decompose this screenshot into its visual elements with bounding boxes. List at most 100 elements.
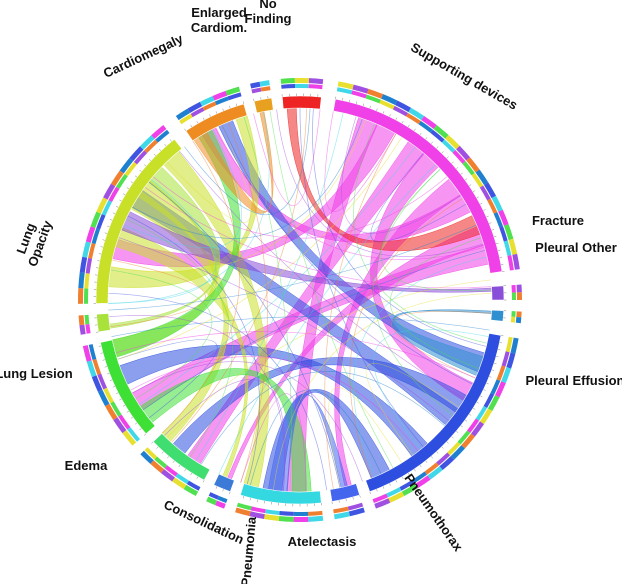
ring-segment xyxy=(212,90,228,101)
tick-mark xyxy=(497,349,501,351)
ring-segment xyxy=(498,209,509,226)
tick-mark xyxy=(382,486,385,489)
tick-mark xyxy=(100,352,104,354)
ring-segment xyxy=(418,120,433,133)
ring-segment xyxy=(470,421,485,437)
tick-mark xyxy=(126,410,130,413)
tick-mark xyxy=(215,486,218,489)
ring-segment xyxy=(508,238,518,255)
ring-segment xyxy=(97,389,110,407)
ring-segment xyxy=(279,511,294,516)
ring-segment xyxy=(510,316,516,323)
ring-segment xyxy=(450,445,465,460)
chord-line xyxy=(195,112,344,462)
category-arcs xyxy=(95,95,505,505)
label-pleural-other: Pleural Other xyxy=(535,240,617,255)
ring-segment xyxy=(401,484,418,497)
tick-mark xyxy=(222,108,224,111)
ring-segment xyxy=(503,224,514,241)
ring-segment xyxy=(164,465,178,477)
tick-mark xyxy=(153,153,156,156)
arc-supporting-devices xyxy=(332,98,503,274)
tick-mark xyxy=(413,469,416,472)
tick-mark xyxy=(190,124,193,128)
tick-mark xyxy=(345,498,347,502)
tick-mark xyxy=(401,121,404,124)
ring-segment xyxy=(154,456,168,469)
tick-mark xyxy=(464,178,468,181)
ring-segment xyxy=(91,228,101,245)
chord-ribbons xyxy=(108,107,493,493)
ring-segment xyxy=(506,352,516,369)
ring-segment xyxy=(175,108,191,121)
arc-enlarged-cardiom- xyxy=(253,97,274,114)
tick-mark xyxy=(202,117,205,120)
ring-segment xyxy=(259,80,270,87)
ring-segment xyxy=(208,492,219,500)
tick-mark xyxy=(109,219,113,221)
arc-pneumothorax xyxy=(329,483,361,502)
ring-segment xyxy=(308,515,324,522)
tick-mark xyxy=(476,401,479,404)
tick-mark xyxy=(419,464,422,468)
chord-line xyxy=(391,311,492,379)
chord-line xyxy=(109,259,206,328)
chord-line xyxy=(117,339,218,419)
ring-segment xyxy=(225,86,241,96)
tick-mark xyxy=(98,253,102,255)
ring-segment xyxy=(281,84,296,89)
ring-segment xyxy=(172,477,187,490)
tick-mark xyxy=(476,196,479,199)
tick-mark xyxy=(229,491,231,495)
ring-segment xyxy=(155,129,170,143)
ring-segment xyxy=(308,84,323,90)
ring-segment xyxy=(96,197,108,214)
ring-segment xyxy=(91,375,103,392)
tick-mark xyxy=(164,144,167,147)
ring-segment xyxy=(467,418,480,433)
tick-mark xyxy=(359,495,361,498)
chord-line xyxy=(125,218,233,458)
ring-segment xyxy=(511,311,516,317)
tick-mark xyxy=(352,496,354,500)
chord-line xyxy=(118,237,450,422)
tick-mark xyxy=(190,472,193,476)
ring-segment xyxy=(251,87,262,94)
chord-line xyxy=(370,152,467,243)
ring-segment xyxy=(352,84,369,94)
ring-segment xyxy=(490,379,501,395)
tick-mark xyxy=(389,483,391,486)
chord-line xyxy=(152,176,448,239)
chord-line xyxy=(131,118,363,239)
tick-mark xyxy=(172,460,175,463)
ring-segment xyxy=(116,173,128,189)
tick-mark xyxy=(196,121,199,124)
ring-segment xyxy=(186,480,201,491)
ring-segment xyxy=(347,502,364,511)
tick-mark xyxy=(451,436,454,439)
ring-segment xyxy=(236,502,252,511)
ring-segment xyxy=(487,395,500,411)
ring-segment xyxy=(150,460,165,474)
chord-line xyxy=(115,331,476,379)
ring-segment xyxy=(133,150,148,165)
tick-mark xyxy=(489,222,492,224)
ring-segment xyxy=(466,157,480,173)
label-pneumonia: Pneumonia xyxy=(238,515,259,584)
ring-segment xyxy=(293,516,309,522)
ring-segment xyxy=(250,506,266,514)
ring-segment xyxy=(263,514,280,521)
tick-mark xyxy=(139,428,142,431)
ring-segment xyxy=(278,516,294,522)
ring-segment xyxy=(101,200,113,216)
tick-mark xyxy=(419,132,422,136)
ring-segment xyxy=(129,146,144,162)
ring-segment xyxy=(336,87,353,95)
chord-line xyxy=(108,315,285,492)
label-pleural-effusion: Pleural Effusion xyxy=(526,373,622,388)
ring-segment xyxy=(293,511,309,516)
tick-mark xyxy=(441,151,444,154)
ring-segment xyxy=(414,475,431,489)
